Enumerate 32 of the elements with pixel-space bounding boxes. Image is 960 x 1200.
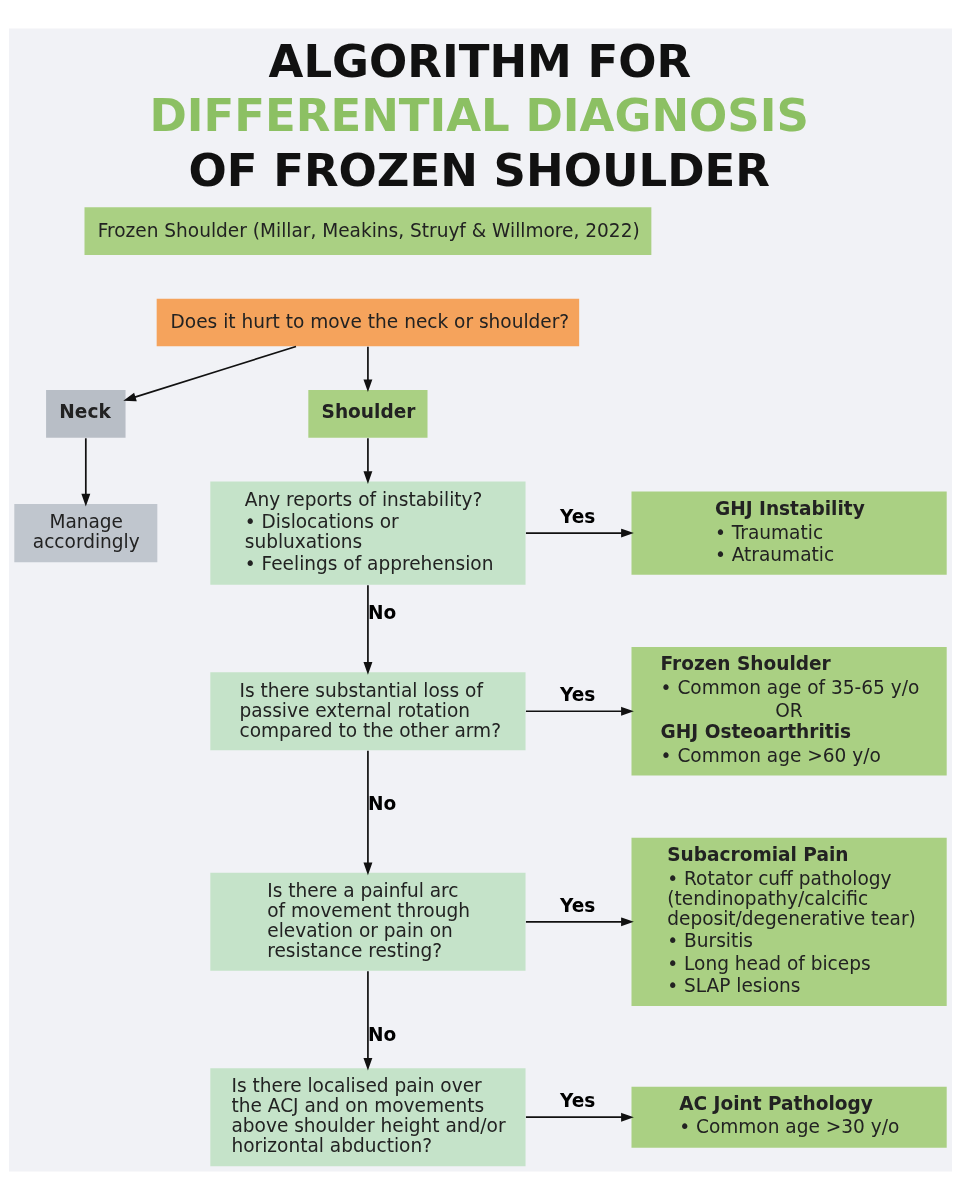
edge-label: Yes [559,1089,595,1111]
node-box: Subacromial Pain • Rotator cuff pathology (tendinopathy/calcific deposit/degenerative tear) • Bursitis • Long head of biceps • SLAP lesions [631,837,947,1006]
edge-label: No [367,1023,396,1045]
node-box: Is there a painful arc of movement through elevation or pain on resistance resting? [209,872,526,971]
arrow [524,1112,634,1122]
node-box: Shoulder [307,390,427,438]
arrow [362,345,372,393]
node-box: GHJ Instability • Traumatic • Atraumatic [631,491,947,575]
arrow [80,437,90,507]
node-box: Neck [45,390,126,438]
node-box: AC Joint Pathology • Common age >30 y/o [631,1086,947,1148]
node-box: Any reports of instability? • Dislocations or subluxations • Feelings of apprehension [209,481,526,585]
node-box: Frozen Shoulder • Common age of 35-65 y/o OR GHJ Osteoarthritis • Common age >60 y/o [631,647,947,776]
edge-label: No [367,793,396,815]
node-box: Is there localised pain over the ACJ and on movements above shoulder height and/or horizontal abduction? [209,1068,526,1167]
diagram-title: ALGORITHM FOR DIFFERENTIAL DIAGNOSIS OF FROZEN SHOULDER [148,35,809,197]
arrow [122,345,297,402]
arrow [524,528,634,538]
edge-label: Yes [559,894,595,916]
arrow [362,970,372,1071]
edge-label: No [367,602,396,624]
edge-label: Yes [559,683,595,705]
node-box: Manage accordingly [13,504,157,563]
arrow [362,437,372,484]
arrow [524,706,634,716]
node-box: Frozen Shoulder (Millar, Meakins, Struyf & Willmore, 2022) [84,207,651,255]
arrow [362,749,372,876]
node-box: Is there substantial loss of passive external rotation compared to the other arm? [209,672,526,751]
arrow [524,917,634,927]
arrow [362,584,372,675]
node-box: Does it hurt to move the neck or shoulder? [156,298,579,347]
edge-label: Yes [559,505,595,527]
